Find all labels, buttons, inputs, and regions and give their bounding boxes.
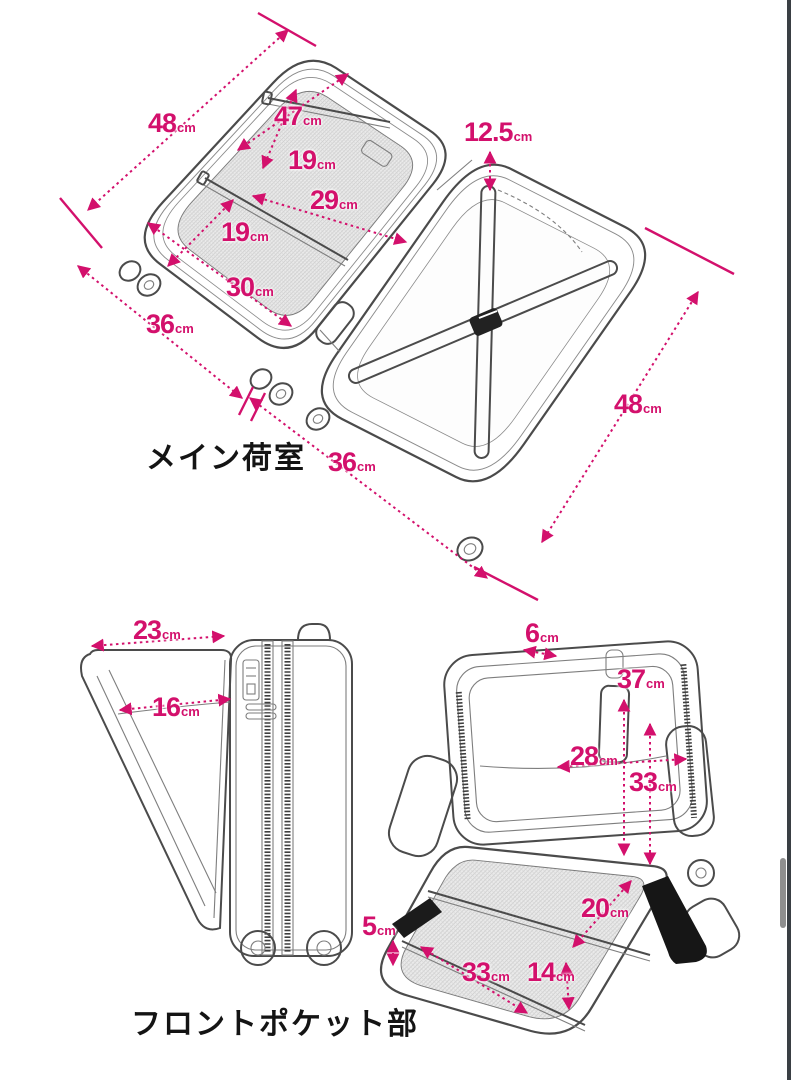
- dim-lid-width: 36cm: [146, 309, 194, 339]
- dim-body-width: 36cm: [328, 447, 376, 477]
- dim-body-height: 48cm: [614, 389, 662, 419]
- right-side-handle: [665, 724, 715, 838]
- zipper-pull: [245, 703, 277, 711]
- dim-frame-rim-depth: 6cm: [525, 618, 559, 648]
- side-view-wheels: [240, 930, 342, 966]
- figure-title-main-compartment: メイン荷室: [146, 442, 306, 475]
- zipper-pull: [245, 712, 277, 720]
- top-tab: [605, 649, 624, 679]
- strap-buckle: [469, 308, 503, 336]
- inner-stitch-line: [497, 189, 583, 253]
- dim-flap-edge-depth: 5cm: [362, 911, 396, 941]
- tsa-lock: [242, 659, 260, 701]
- dim-lid-depth: 12.5cm: [464, 117, 533, 147]
- front-pocket-figure: [80, 623, 741, 1035]
- dim-lid-inner-width-top: 47cm: [274, 101, 322, 131]
- dim-flap-inner-pocket-width: 16cm: [152, 692, 200, 722]
- left-side-handle: [387, 754, 459, 858]
- dim-mesh-pocket-upper-depth: 19cm: [288, 145, 336, 175]
- dim-flap-mesh-width: 33cm: [462, 957, 510, 987]
- dim-flap-mesh-lower-depth: 14cm: [527, 957, 575, 987]
- window-right-edge: [787, 0, 791, 1080]
- dim-inner-strap-height: 37cm: [617, 664, 665, 694]
- hinge-fabric-tab: [315, 301, 355, 345]
- dim-flap-open-width: 23cm: [133, 615, 181, 645]
- dim-pocket-opening-width: 28cm: [570, 741, 618, 771]
- front-pocket-dimension-lines: [90, 630, 688, 1014]
- mesh-flap: [379, 845, 668, 1035]
- figure-title-front-pocket: フロントポケット部: [131, 1008, 419, 1041]
- top-carry-handle: [297, 623, 331, 641]
- left-corner-strap: [392, 898, 442, 938]
- side-view: [80, 623, 353, 966]
- dim-mesh-inner-width-middle: 29cm: [310, 185, 358, 215]
- main-compartment-figure: [59, 11, 735, 602]
- dim-mesh-inner-width-bottom: 30cm: [226, 272, 274, 302]
- dim-lid-height: 48cm: [148, 108, 196, 138]
- right-black-strap: [642, 876, 707, 964]
- main-compartment-dimension-lines: [59, 11, 735, 602]
- dim-mesh-pocket-upper-depth-front: 20cm: [581, 893, 629, 923]
- pocket-frame: [443, 640, 708, 846]
- lid-name-tag: [361, 139, 393, 167]
- dim-mesh-pocket-lower-depth: 19cm: [221, 217, 269, 247]
- front-wheel: [687, 859, 715, 887]
- scrollbar-thumb[interactable]: [780, 858, 786, 928]
- dim-pocket-inner-height: 33cm: [629, 767, 677, 797]
